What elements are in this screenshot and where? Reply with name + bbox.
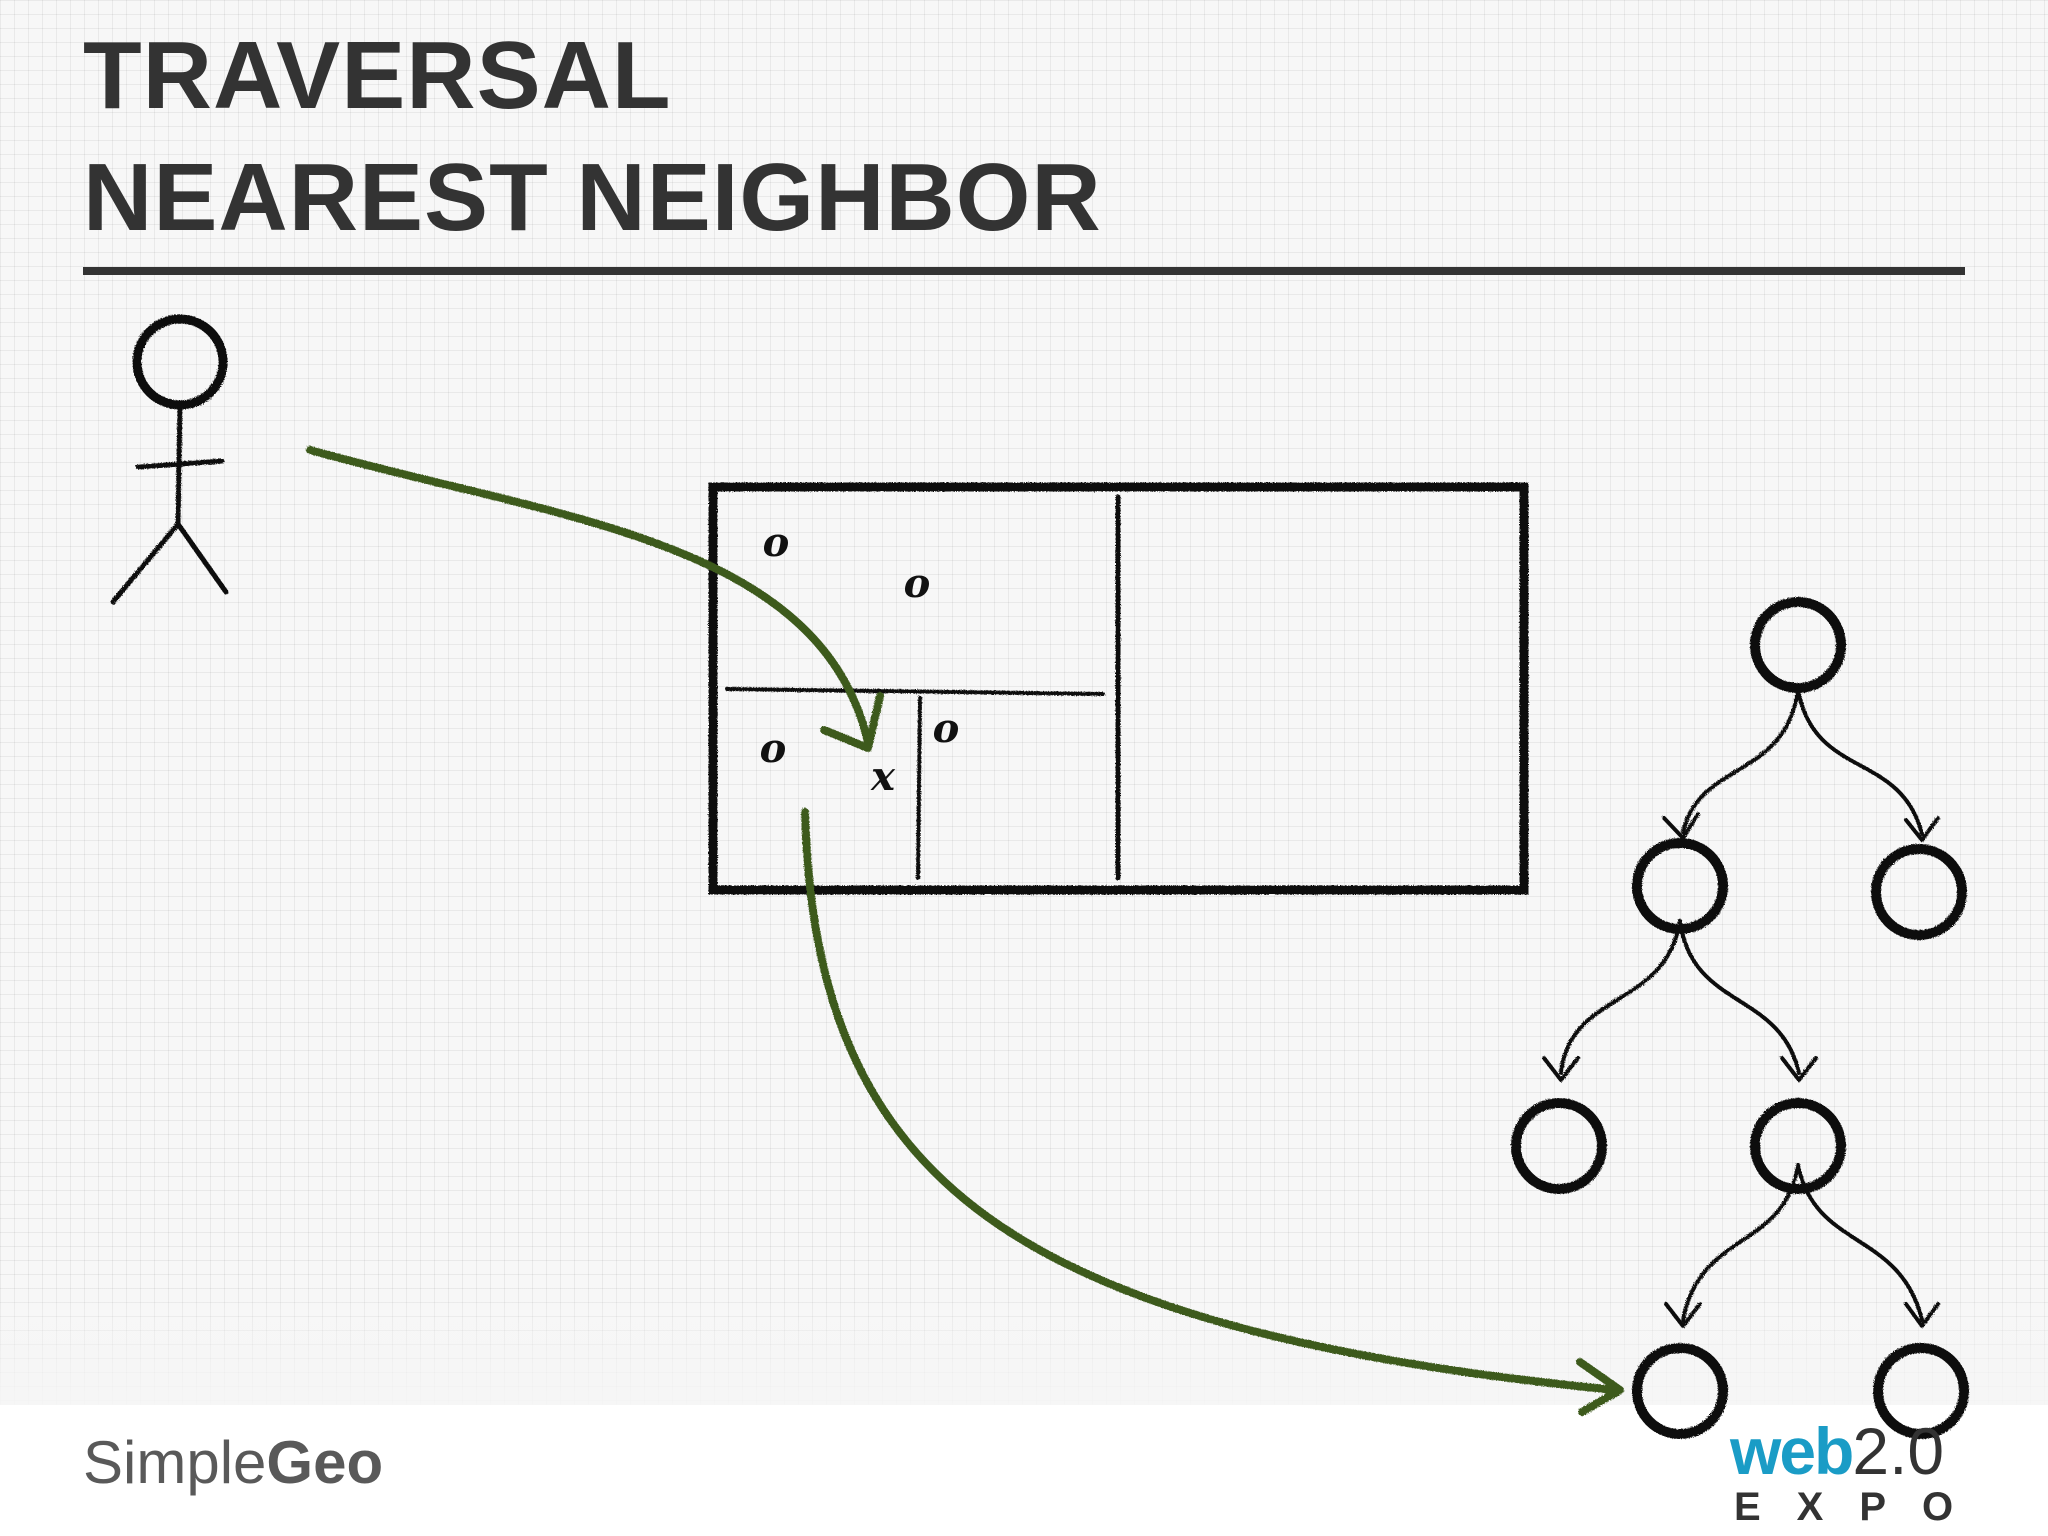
web20-logo-version: 2.0 (1852, 1414, 1945, 1488)
arrow-user-to-cell (306, 446, 872, 746)
tree-node (1632, 838, 1728, 934)
partition-split-leaf (916, 696, 922, 880)
user-arms (135, 458, 225, 470)
tree-arrowheads (1542, 812, 1940, 1328)
tree-node-root (1750, 597, 1846, 693)
tree-arrowhead (1662, 812, 1700, 840)
slide-title-line-1: TRAVERSAL (83, 22, 672, 129)
arrow-user-to-cell-head (820, 692, 884, 752)
tree-edge (1681, 688, 1800, 834)
tree-edge (1678, 919, 1801, 1075)
tree-nodes (1511, 597, 1969, 1439)
partition-outer-box (708, 482, 1529, 895)
tree-node (1871, 844, 1967, 940)
tree-node-leaf-target (1632, 1343, 1728, 1439)
simplegeo-logo-geo: Geo (266, 1429, 384, 1496)
tree-edges (1559, 688, 1924, 1322)
tree-arrowhead (1904, 816, 1940, 842)
data-point: o (760, 725, 787, 772)
tree-edge (1559, 919, 1682, 1075)
tree-arrowhead (1904, 1302, 1940, 1328)
slide-background (0, 0, 2048, 1405)
spatial-partition (708, 482, 1529, 895)
tree-arrowhead (1664, 1302, 1702, 1328)
tree-arrowhead (1542, 1056, 1580, 1082)
data-points: o o o o x (760, 519, 960, 800)
partition-split-horizontal (725, 687, 1105, 696)
web20-logo-web: web (1730, 1414, 1854, 1488)
web20-logo: web2.0 (1730, 1418, 1944, 1484)
expo-logo: EXPO (1734, 1485, 1990, 1529)
user-head (132, 314, 228, 410)
data-point: o (904, 560, 931, 607)
simplegeo-logo-simple: Simple (83, 1429, 267, 1496)
arrow-cell-to-leaf-head (1576, 1358, 1624, 1416)
user-stick-figure (110, 314, 229, 605)
simplegeo-logo: SimpleGeo (83, 1433, 383, 1493)
data-point: o (763, 519, 790, 566)
tree-node (1873, 1343, 1969, 1439)
tree-arrowhead (1780, 1056, 1818, 1082)
query-point: x (870, 753, 896, 800)
tree-node (1750, 1098, 1846, 1194)
user-right-leg (175, 521, 229, 595)
title-divider (83, 267, 1965, 275)
data-point: o (933, 705, 960, 752)
arrow-cell-to-leaf (801, 808, 1619, 1394)
traversal-arrows (306, 446, 1624, 1416)
tree-node (1511, 1098, 1607, 1194)
tree-edge (1796, 688, 1924, 836)
user-left-leg (110, 521, 181, 605)
slide-title-line-2: NEAREST NEIGHBOR (83, 144, 1102, 251)
